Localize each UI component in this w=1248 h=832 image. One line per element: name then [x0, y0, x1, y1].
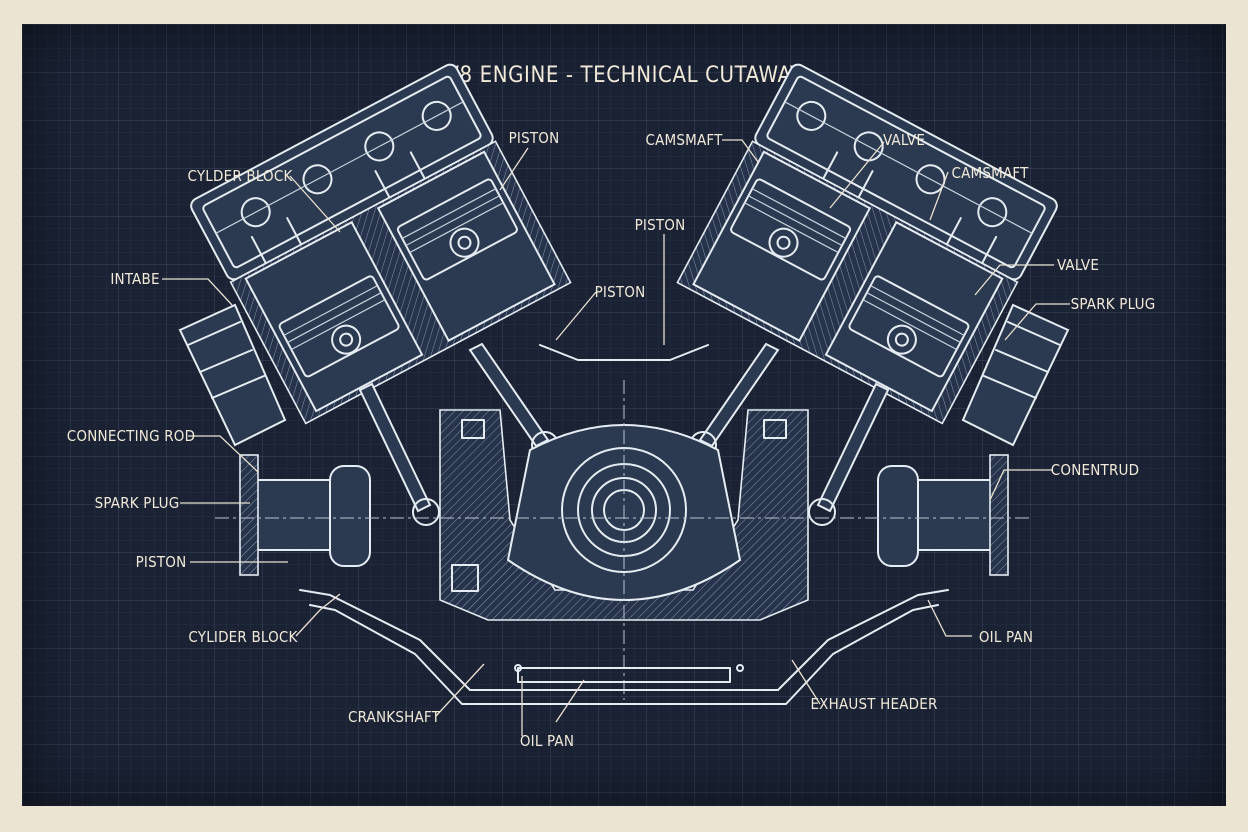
label-spark-plug-right: SPARK PLUG [1071, 295, 1156, 313]
label-camshaft-right: CAMSMAFT [951, 164, 1029, 182]
connecting-rods [358, 342, 890, 526]
label-valve-top: VALVE [883, 131, 925, 149]
label-crankshaft: CRANKSHAFT [348, 708, 441, 726]
oil-pan [299, 589, 949, 705]
label-connecting-rod: CONNECTING ROD [67, 427, 195, 445]
crankshaft [239, 454, 1009, 576]
label-conentrud: CONENTRUD [1051, 461, 1139, 479]
label-piston-mid: PISTON [595, 283, 646, 301]
callout-labels: PISTON CAMSMAFT VALVE CAMSMAFT CYLDER BL… [67, 129, 1156, 750]
diagram-title: V8 ENGINE - TECHNICAL CUTAWAY [445, 63, 803, 88]
v-valley [539, 344, 709, 361]
label-spark-plug-left: SPARK PLUG [95, 494, 180, 512]
label-valve-right: VALVE [1057, 256, 1099, 274]
label-exhaust-header: EXHAUST HEADER [810, 695, 937, 713]
leader-lines [162, 139, 1070, 736]
label-oil-pan-bottom: OIL PAN [520, 732, 574, 750]
label-intake: INTABE [110, 270, 159, 288]
label-cylinder-block-top: CYLDER BLOCK [187, 167, 293, 185]
label-oil-pan-right: OIL PAN [979, 628, 1033, 646]
label-camshaft-left: CAMSMAFT [645, 131, 723, 149]
label-cylinder-block-bottom: CYLIDER BLOCK [188, 628, 298, 646]
label-piston-top: PISTON [509, 129, 560, 147]
label-piston-center: PISTON [635, 216, 686, 234]
label-piston-left: PISTON [136, 553, 187, 571]
